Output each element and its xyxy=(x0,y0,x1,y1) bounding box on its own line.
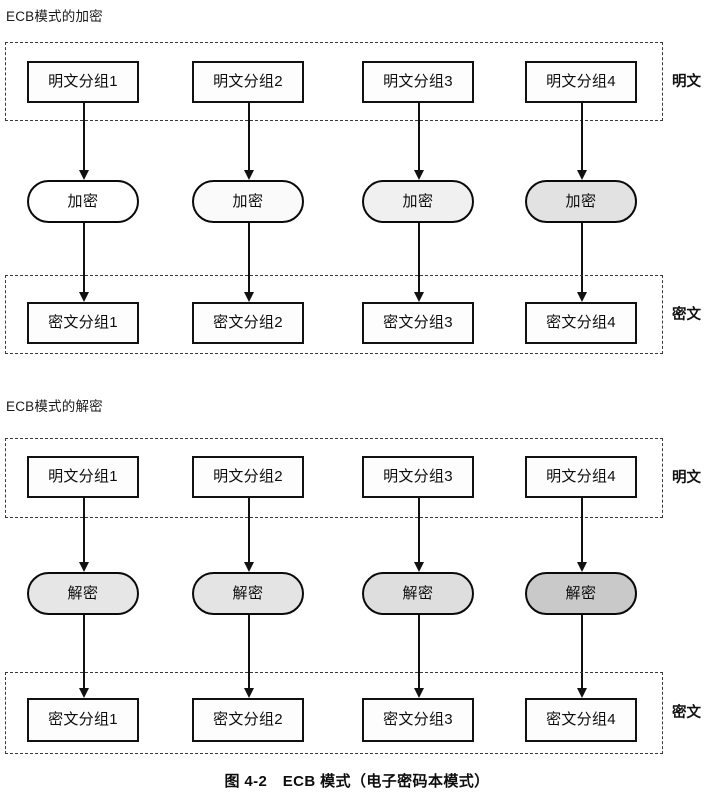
ciphertext-group-encryption xyxy=(5,275,663,354)
plaintext-block-2-encryption[interactable]: 明文分组2 xyxy=(192,61,304,103)
plaintext-group-encryption xyxy=(5,42,663,121)
ciphertext-block-1-encryption[interactable]: 密文分组1 xyxy=(27,302,139,344)
plaintext-group-decryption xyxy=(5,438,663,518)
encrypt-node-4[interactable]: 加密 xyxy=(525,180,637,223)
plaintext-block-2-decryption[interactable]: 明文分组2 xyxy=(192,456,304,498)
decrypt-node-1[interactable]: 解密 xyxy=(27,572,139,615)
ciphertext-block-1-decryption[interactable]: 密文分组1 xyxy=(27,698,139,742)
section-heading-decryption: ECB模式的解密 xyxy=(6,399,103,414)
section-heading-encryption: ECB模式的加密 xyxy=(6,9,103,24)
ciphertext-block-2-decryption[interactable]: 密文分组2 xyxy=(192,698,304,742)
ciphertext-block-4-encryption[interactable]: 密文分组4 xyxy=(525,302,637,344)
ciphertext-block-2-encryption[interactable]: 密文分组2 xyxy=(192,302,304,344)
plaintext-block-1-encryption[interactable]: 明文分组1 xyxy=(27,61,139,103)
plaintext-block-1-decryption[interactable]: 明文分组1 xyxy=(27,456,139,498)
ciphertext-block-4-decryption[interactable]: 密文分组4 xyxy=(525,698,637,742)
figure-caption: 图 4-2 ECB 模式（电子密码本模式） xyxy=(224,773,490,790)
side-label-plaintext-encryption: 明文 xyxy=(672,74,701,90)
encrypt-node-2[interactable]: 加密 xyxy=(192,180,304,223)
ciphertext-group-decryption xyxy=(5,672,663,754)
side-label-plaintext-decryption: 明文 xyxy=(672,470,701,486)
plaintext-block-3-decryption[interactable]: 明文分组3 xyxy=(362,456,474,498)
encrypt-node-3[interactable]: 加密 xyxy=(362,180,474,223)
side-label-ciphertext-encryption: 密文 xyxy=(672,307,701,323)
side-label-ciphertext-decryption: 密文 xyxy=(672,705,701,721)
encrypt-node-1[interactable]: 加密 xyxy=(27,180,139,223)
plaintext-block-4-encryption[interactable]: 明文分组4 xyxy=(525,61,637,103)
decrypt-node-3[interactable]: 解密 xyxy=(362,572,474,615)
decrypt-node-4[interactable]: 解密 xyxy=(525,572,637,615)
plaintext-block-4-decryption[interactable]: 明文分组4 xyxy=(525,456,637,498)
ciphertext-block-3-encryption[interactable]: 密文分组3 xyxy=(362,302,474,344)
decrypt-node-2[interactable]: 解密 xyxy=(192,572,304,615)
plaintext-block-3-encryption[interactable]: 明文分组3 xyxy=(362,61,474,103)
ciphertext-block-3-decryption[interactable]: 密文分组3 xyxy=(362,698,474,742)
